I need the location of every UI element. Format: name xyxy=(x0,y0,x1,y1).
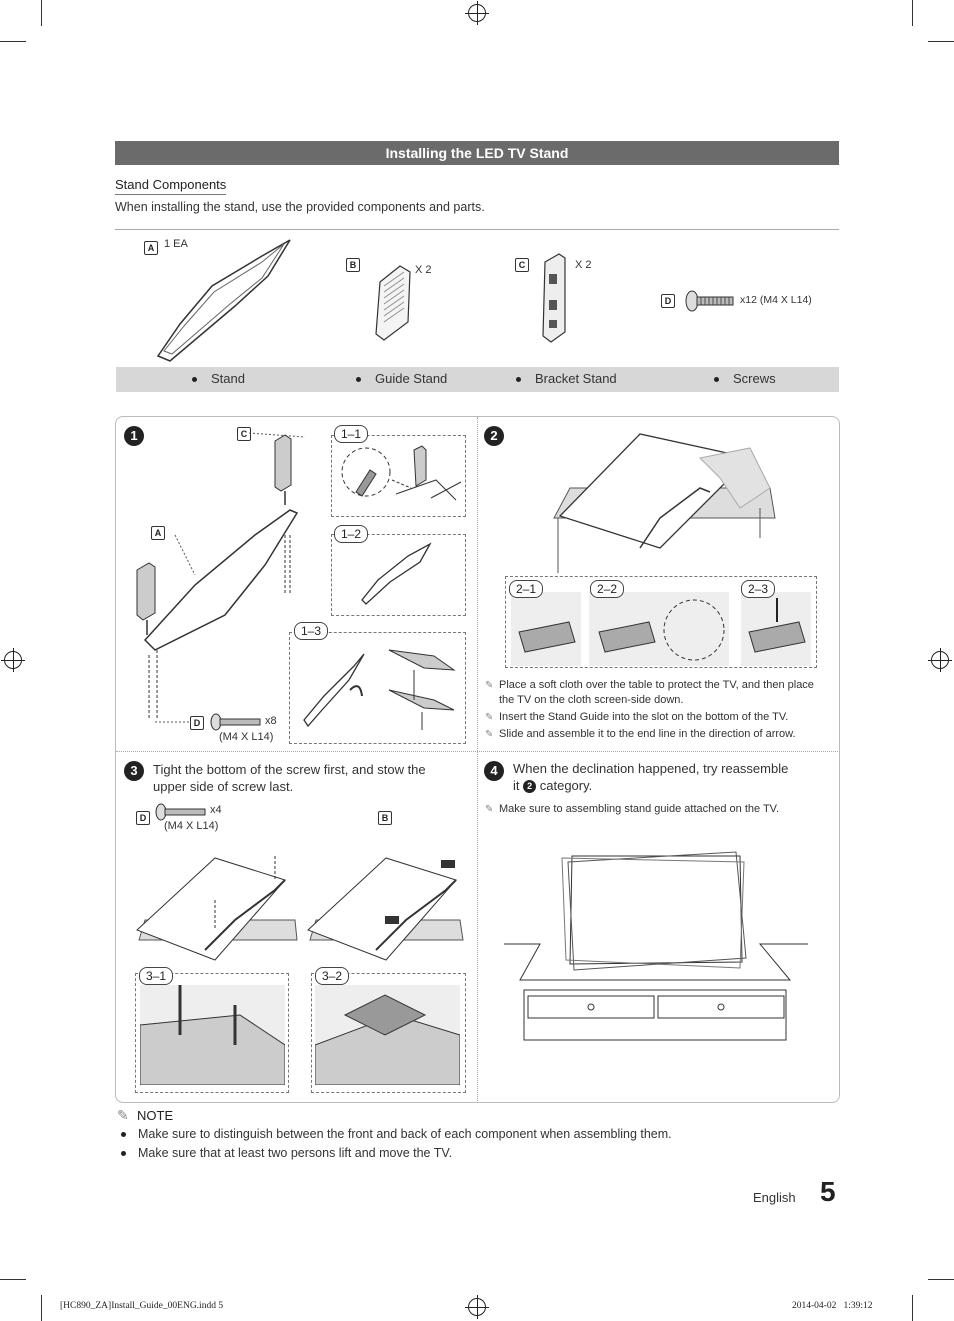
step-1-2-label: 1–2 xyxy=(334,525,368,543)
pencil-icon: ✎ xyxy=(485,678,499,693)
crop-mark xyxy=(912,1295,913,1321)
step-3-text: Tight the bottom of the screw first, and… xyxy=(153,761,453,795)
step-4-tv-on-cabinet-drawing xyxy=(500,850,815,1045)
step-3-2-drawing xyxy=(315,985,460,1085)
component-name-d: Screws xyxy=(714,371,776,386)
step-3-number: 3 xyxy=(124,761,144,781)
step-1-1-drawing xyxy=(336,440,461,512)
component-name-c: Bracket Stand xyxy=(516,371,617,386)
component-tag-c: C xyxy=(515,258,529,272)
registration-mark-icon xyxy=(468,1298,486,1316)
footer-language: English xyxy=(753,1190,796,1205)
section-heading: Stand Components xyxy=(115,177,226,195)
note-item-1: Make sure to distinguish between the fro… xyxy=(121,1127,672,1141)
step-4-note: ✎Make sure to assembling stand guide att… xyxy=(485,802,835,817)
crop-mark xyxy=(928,1279,954,1280)
stand-illustration xyxy=(150,236,295,366)
step-4-text: When the declination happened, try reass… xyxy=(513,760,823,794)
step-2-2-label: 2–2 xyxy=(590,580,624,598)
step-1-tag-d: D xyxy=(190,716,204,730)
step-3-screw-qty: x4 xyxy=(210,804,222,816)
step-2-tv-on-table-drawing xyxy=(550,428,780,578)
registration-mark-icon xyxy=(468,4,486,22)
panel-divider-horizontal xyxy=(116,751,838,753)
crop-mark xyxy=(0,1279,26,1280)
step-1-1-label: 1–1 xyxy=(334,425,368,443)
step-2-detail-drawing xyxy=(509,592,811,666)
registration-mark-icon xyxy=(4,651,22,669)
page-number: 5 xyxy=(820,1176,836,1208)
divider xyxy=(115,229,839,230)
component-tag-b: B xyxy=(346,258,360,272)
step-2-note-3: ✎Slide and assemble it to the end line i… xyxy=(485,727,835,742)
step-2-note-1: ✎Place a soft cloth over the table to pr… xyxy=(485,678,835,708)
step-3-2-label: 3–2 xyxy=(315,967,349,985)
step-3-screw-size: (M4 X L14) xyxy=(164,820,218,832)
component-name-b: Guide Stand xyxy=(356,371,447,386)
step-3-tag-b: B xyxy=(378,811,392,825)
step-1-screw-qty: x8 xyxy=(265,715,277,727)
step-3-1-label: 3–1 xyxy=(139,967,173,985)
screw-icon xyxy=(684,289,736,313)
crop-mark xyxy=(41,1295,42,1321)
step-1-3-label: 1–3 xyxy=(294,622,328,640)
step-3-tv-drawings xyxy=(135,850,465,970)
pencil-icon: ✎ xyxy=(485,802,499,817)
step-3-1-drawing xyxy=(140,985,285,1085)
step-2-1-label: 2–1 xyxy=(509,580,543,598)
step-1-3-drawing xyxy=(294,640,464,740)
component-qty-c: X 2 xyxy=(575,259,592,271)
footer-timestamp: 2014-04-02 1:39:12 xyxy=(792,1301,872,1311)
pencil-icon: ✎ xyxy=(485,710,499,725)
crop-mark xyxy=(912,0,913,26)
page-title: Installing the LED TV Stand xyxy=(115,141,839,165)
crop-mark xyxy=(41,0,42,26)
step-3-tag-d: D xyxy=(136,811,150,825)
screw-icon xyxy=(210,713,262,731)
step-2-3-label: 2–3 xyxy=(741,580,775,598)
screw-icon xyxy=(155,803,207,821)
step-2-reference-icon: 2 xyxy=(523,780,536,793)
step-1-2-drawing xyxy=(350,540,450,610)
crop-mark xyxy=(928,41,954,42)
component-qty-d: x12 (M4 X L14) xyxy=(740,294,812,306)
step-1-screw-size: (M4 X L14) xyxy=(219,731,273,743)
component-qty-b: X 2 xyxy=(415,264,432,276)
step-2-number: 2 xyxy=(484,426,504,446)
note-item-2: Make sure that at least two persons lift… xyxy=(121,1146,452,1160)
guide-stand-illustration xyxy=(370,262,415,344)
bracket-stand-illustration xyxy=(535,252,575,344)
footer-file-name: [HC890_ZA]Install_Guide_00ENG.indd 5 xyxy=(60,1301,223,1311)
pencil-icon: ✎ xyxy=(485,727,499,742)
component-name-a: Stand xyxy=(192,371,245,386)
section-intro: When installing the stand, use the provi… xyxy=(115,200,485,214)
crop-mark xyxy=(0,41,26,42)
step-2-note-2: ✎Insert the Stand Guide into the slot on… xyxy=(485,710,835,725)
registration-mark-icon xyxy=(931,651,949,669)
pencil-icon: ✎ xyxy=(117,1107,137,1124)
component-tag-d: D xyxy=(661,294,675,308)
step-4-number: 4 xyxy=(484,761,504,781)
note-heading: ✎NOTE xyxy=(117,1107,173,1124)
panel-divider-vertical xyxy=(477,417,479,1101)
